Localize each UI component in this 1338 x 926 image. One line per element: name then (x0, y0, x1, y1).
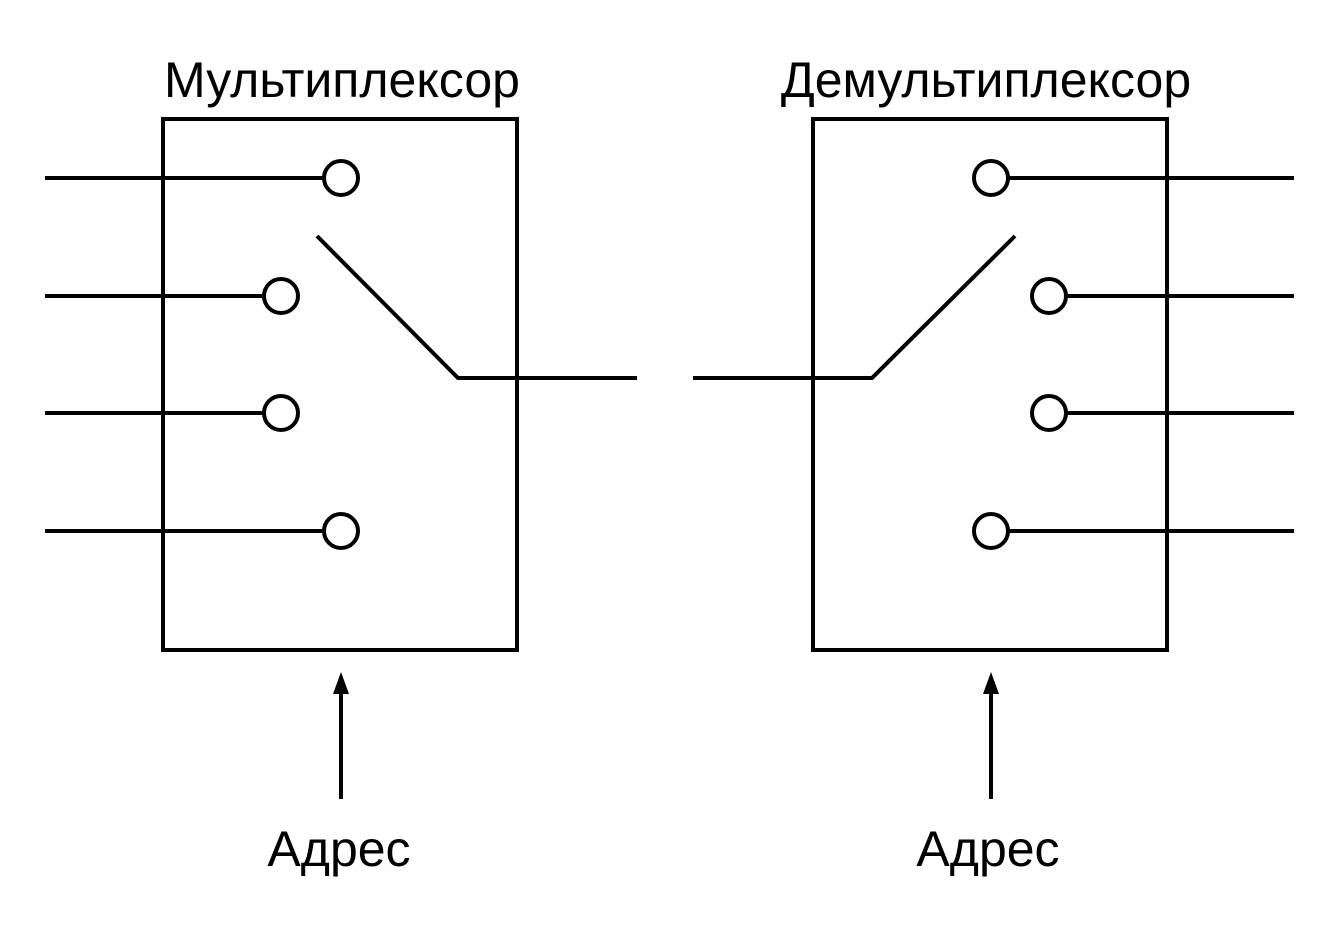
multiplexer-box (161, 117, 519, 652)
multiplexer: Мультиплексор Адрес (45, 52, 637, 877)
mux-address-label: Адрес (267, 821, 410, 877)
mux-input-terminal-4 (322, 512, 360, 550)
demux-switch-arm (693, 234, 1017, 380)
mux-input-terminal-2 (262, 277, 300, 315)
mux-input-terminal-3 (262, 394, 300, 432)
demux-address-label: Адрес (916, 821, 1059, 877)
demux-output-terminal-4 (972, 512, 1010, 550)
demultiplexer-box (811, 117, 1169, 652)
demultiplexer-title: Демультиплексор (781, 52, 1191, 108)
mux-address-arrowhead (333, 672, 349, 694)
multiplexer-title: Мультиплексор (164, 52, 520, 108)
demultiplexer: Демультиплексор Адрес (693, 52, 1294, 877)
demux-output-terminal-1 (972, 159, 1010, 197)
demux-output-terminal-2 (1030, 277, 1068, 315)
demux-output-terminal-3 (1030, 394, 1068, 432)
demux-address-arrowhead (983, 672, 999, 694)
mux-input-terminal-1 (322, 159, 360, 197)
mux-switch-arm (315, 234, 637, 380)
